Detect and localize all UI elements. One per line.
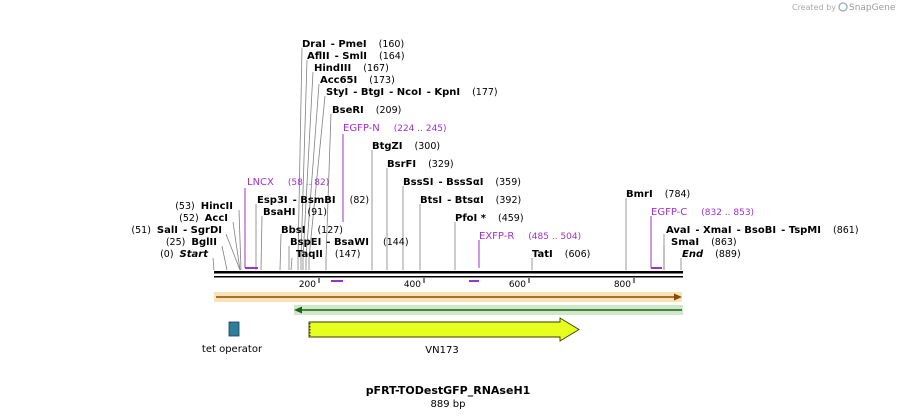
site-label-tatI: TatI(606) — [532, 249, 590, 260]
ruler: 200 400 600 800 — [299, 278, 635, 290]
tet-operator-feature[interactable] — [228, 321, 240, 337]
ruler-label-400: 400 — [404, 280, 421, 290]
site-label-bssSI: BssSI- BssSαI(359) — [403, 177, 521, 188]
site-label-accI: (52)AccI — [179, 213, 228, 224]
primer-label-egfp-n: EGFP-N(224 .. 245) — [343, 123, 447, 134]
snapgene-logo-icon — [838, 2, 848, 12]
plasmid-name: pFRT-TODestGFP_RNAseH1 — [366, 384, 531, 397]
arrow-left-icon — [294, 306, 302, 314]
credit-brand: SnapGene — [849, 3, 896, 13]
plasmid-length: 889 bp — [431, 399, 466, 410]
site-label-end: End(889) — [682, 249, 741, 260]
site-label-taqII: TaqII(147) — [296, 249, 360, 260]
ruler-label-600: 600 — [509, 280, 526, 290]
sequence-backbone — [214, 271, 683, 278]
site-label-bsrFI: BsrFI(329) — [387, 159, 454, 170]
site-label-btsI: BtsI- BtsαI(392) — [420, 195, 521, 206]
tet-operator-label: tet operator — [202, 344, 263, 355]
arrow-right-icon — [674, 293, 682, 301]
site-label-acc65I: Acc65I(173) — [320, 75, 395, 86]
site-label-bseRI: BseRI(209) — [332, 105, 401, 116]
site-label-start: (0)Start — [160, 249, 209, 260]
ruler-label-200: 200 — [299, 280, 316, 290]
site-label-btgZI: BtgZI(300) — [372, 141, 440, 152]
site-label-bspEI: BspEI- BsaWI(144) — [290, 237, 409, 248]
site-label-esp3I: Esp3I- BsmBI(82) — [257, 195, 369, 206]
site-label-aflII: AflII- SmlI(164) — [307, 51, 405, 62]
primer-markers — [245, 267, 662, 282]
site-label-styI: StyI- BtgI- NcoI- KpnI(177) — [326, 87, 498, 98]
orange-track — [214, 292, 682, 302]
site-label-bsaHI: BsaHI(91) — [263, 207, 327, 218]
primer-label-exfp-r: EXFP-R(485 .. 504) — [479, 231, 581, 242]
green-track — [294, 305, 683, 315]
site-label-hincII: (53)HincII — [175, 201, 233, 212]
site-label-bmrI: BmrI(784) — [626, 189, 690, 200]
site-label-avaI: AvaI- XmaI- BsoBI- TspMI(861) — [666, 225, 859, 236]
site-label-hindIII: HindIII(167) — [314, 63, 389, 74]
vn173-label: VN173 — [425, 345, 458, 356]
site-label-bglII: (25)BglII — [166, 237, 217, 248]
site-label-pfoI: PfoI *(459) — [455, 213, 524, 224]
credit-prefix: Created by — [792, 3, 836, 12]
ruler-label-800: 800 — [614, 280, 631, 290]
site-label-bbsI: BbsI(127) — [281, 225, 343, 236]
site-label-salI: (51)SalI- SgrDI — [131, 225, 222, 236]
primer-label-egfp-c: EGFP-C(832 .. 853) — [651, 207, 754, 218]
site-label-smaI: SmaI(863) — [671, 237, 737, 248]
site-lines — [212, 47, 682, 271]
primer-lines — [244, 134, 652, 268]
vn173-feature[interactable] — [308, 317, 580, 342]
site-label-draI: DraI- PmeI(160) — [302, 39, 404, 50]
primer-label-lncx: LNCX(58 .. 82) — [247, 177, 329, 188]
